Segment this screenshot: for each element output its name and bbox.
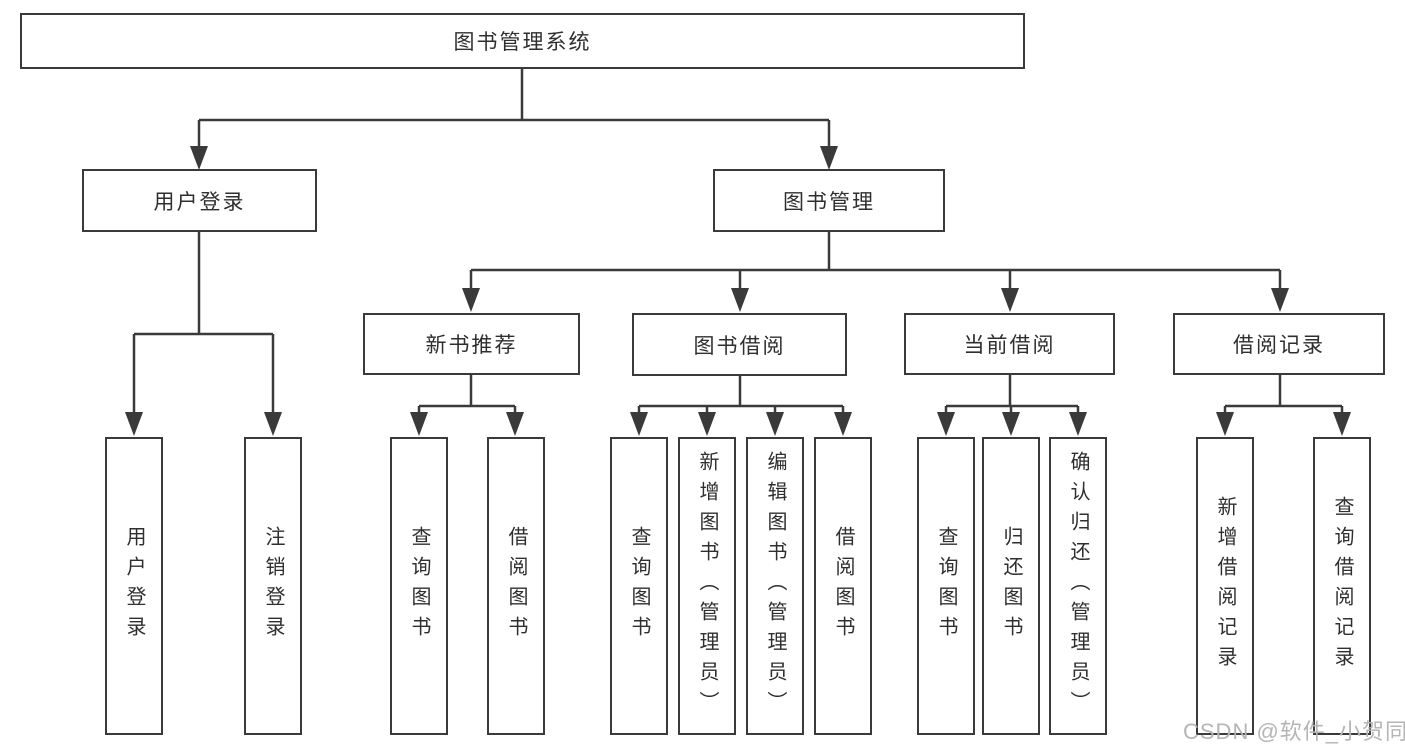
leaf-label: 编辑图书（管理员） (764, 451, 786, 721)
leaf-label: 归还图书 (1000, 526, 1022, 646)
node-new-book-recommend: 新书推荐 (363, 313, 580, 375)
node-library-management-system: 图书管理系统 (20, 13, 1025, 69)
leaf-label: 新增图书（管理员） (696, 451, 718, 721)
node-label: 借阅记录 (1233, 334, 1325, 357)
leaf-label: 查询图书 (408, 526, 430, 646)
leaf-recommend-query-books: 查询图书 (390, 437, 448, 735)
leaf-label: 查询借阅记录 (1331, 496, 1353, 676)
leaf-records-query-record: 查询借阅记录 (1313, 437, 1371, 735)
node-user-login: 用户登录 (82, 169, 317, 232)
leaf-label: 新增借阅记录 (1214, 496, 1236, 676)
node-label: 图书管理 (783, 190, 875, 214)
node-current-borrowing: 当前借阅 (904, 313, 1115, 375)
leaf-borrowing-edit-books-admin: 编辑图书（管理员） (746, 437, 804, 735)
leaf-label: 用户登录 (123, 526, 145, 646)
leaf-label: 注销登录 (262, 526, 284, 646)
leaf-current-query-books: 查询图书 (917, 437, 975, 735)
leaf-logout: 注销登录 (244, 437, 302, 735)
arrowheads (125, 146, 1351, 436)
node-book-borrowing: 图书借阅 (632, 313, 847, 376)
leaf-borrowing-query-books: 查询图书 (610, 437, 668, 735)
leaf-borrowing-borrow-books: 借阅图书 (814, 437, 872, 735)
leaf-current-return-books: 归还图书 (982, 437, 1040, 735)
leaf-label: 借阅图书 (505, 526, 527, 646)
csdn-watermark: CSDN @软件_小贺同学 (1183, 719, 1405, 744)
leaf-label: 查询图书 (628, 526, 650, 646)
node-book-management: 图书管理 (713, 169, 945, 232)
leaf-label: 查询图书 (935, 526, 957, 646)
leaf-label: 借阅图书 (832, 526, 854, 646)
node-label: 新书推荐 (425, 334, 518, 357)
leaf-current-confirm-return-admin: 确认归还（管理员） (1049, 437, 1107, 735)
leaf-recommend-borrow-books: 借阅图书 (487, 437, 545, 735)
node-label: 图书借阅 (693, 334, 786, 358)
node-label: 图书管理系统 (453, 31, 592, 54)
leaf-records-add-record: 新增借阅记录 (1196, 437, 1254, 735)
connector-path (132, 69, 1344, 416)
node-label: 当前借阅 (963, 334, 1056, 357)
leaf-user-login: 用户登录 (105, 437, 163, 735)
leaf-label: 确认归还（管理员） (1067, 451, 1089, 721)
node-label: 用户登录 (153, 190, 246, 214)
node-borrowing-records: 借阅记录 (1173, 313, 1385, 375)
leaf-borrowing-add-books-admin: 新增图书（管理员） (678, 437, 736, 735)
